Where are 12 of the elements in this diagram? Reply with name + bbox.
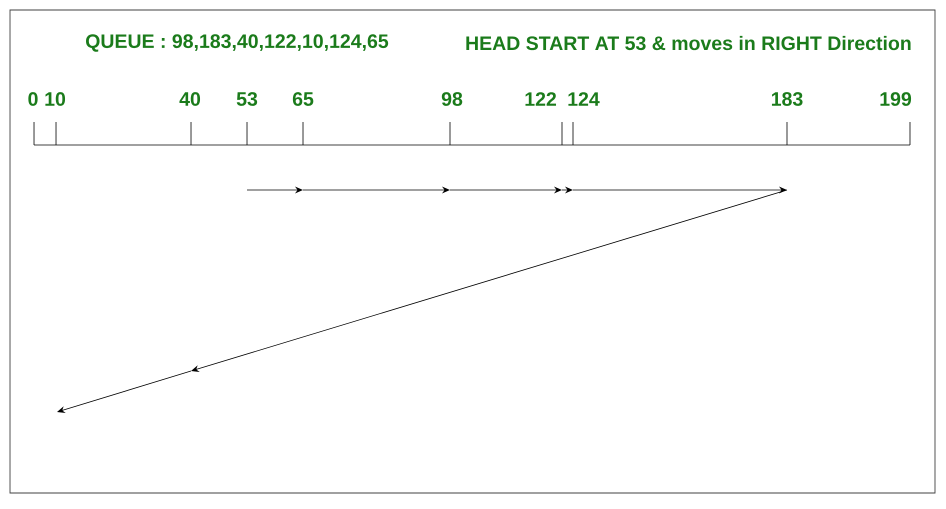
tick-label: 53 — [236, 92, 258, 106]
tick-label: 10 — [45, 92, 66, 106]
tick-label: 0 — [28, 92, 38, 106]
tick-label: 65 — [292, 92, 314, 106]
tick-label: 183 — [772, 92, 803, 106]
tick-label: 122 — [526, 92, 556, 106]
tick-label: 124 — [568, 92, 600, 106]
tick-label: 98 — [442, 92, 462, 106]
tick-label: 40 — [179, 92, 200, 106]
direction-note: HEAD START AT 53 & moves in RIGHT Direction — [466, 36, 911, 50]
tick-label: 199 — [880, 92, 912, 106]
queue-text: QUEUE : 98,183,40,122,10,124,65 — [86, 34, 388, 52]
